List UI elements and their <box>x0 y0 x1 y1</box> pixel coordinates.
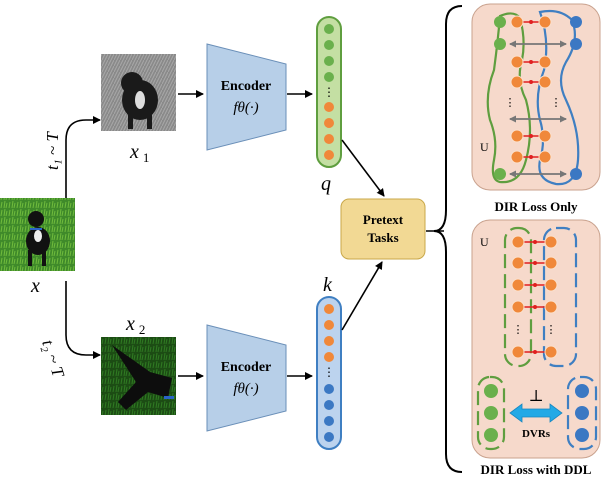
encoder-top: Encoder fθ(·) <box>206 43 287 151</box>
encoder-top-func: fθ(·) <box>233 100 258 116</box>
top-panel-title: DIR Loss Only <box>494 199 578 214</box>
green-dvr-group <box>476 375 506 451</box>
orange-pair <box>510 129 552 143</box>
view1-image <box>101 54 176 131</box>
key-vector: ⋮ <box>316 296 342 450</box>
green-node <box>484 384 498 398</box>
pretext-tasks-box: Pretext Tasks <box>340 198 426 260</box>
bottom-panel-title: DIR Loss with DDL <box>481 462 592 477</box>
k-node <box>324 400 334 410</box>
green-node <box>494 16 506 28</box>
green-dashed-column <box>503 226 533 368</box>
k-node <box>324 304 334 314</box>
curly-brace <box>433 5 463 473</box>
orange-pair <box>511 300 558 314</box>
k-node <box>324 416 334 426</box>
aug2-label: t₂ ~ T <box>38 337 68 380</box>
orange-pair <box>510 75 552 89</box>
aug1-label: t₁ ~ T <box>43 131 62 170</box>
q-node <box>324 102 334 112</box>
panel-dir-loss-only: ⋮ ⋮ U <box>471 3 601 191</box>
q-node <box>324 40 334 50</box>
key-var-label: k <box>323 274 333 296</box>
green-node <box>484 406 498 420</box>
q-node <box>324 150 334 160</box>
k-node <box>324 384 334 394</box>
green-node <box>484 428 498 442</box>
encoder-top-label: Encoder <box>221 79 272 94</box>
blue-dvr-group <box>566 375 598 451</box>
q-node <box>324 24 334 34</box>
k-node <box>324 336 334 346</box>
blue-node <box>575 428 589 442</box>
orange-pair <box>510 150 552 164</box>
orange-pair <box>511 235 558 249</box>
orange-pair <box>511 345 558 359</box>
bottom-panel-u-label: U <box>480 235 489 249</box>
q-to-pretext-arrow <box>341 139 385 197</box>
panel-dir-loss-with-ddl: U ⋮ ⋮ <box>471 219 601 459</box>
q-ellipsis: ⋮ <box>323 85 335 99</box>
blue-node <box>570 16 582 28</box>
k-ellipsis: ⋮ <box>323 365 335 379</box>
encoder-bottom-func: fθ(·) <box>233 381 258 397</box>
blue-node <box>570 168 582 180</box>
input-image <box>0 198 75 271</box>
bottom-panel-ellipsis: ⋮ <box>513 324 524 336</box>
top-panel-ellipsis: ⋮ <box>505 97 516 109</box>
k-node <box>324 432 334 442</box>
dvr-label: DVRs <box>522 428 551 440</box>
encoder-bottom: Encoder fθ(·) <box>206 324 287 432</box>
query-vector: ⋮ <box>316 16 342 168</box>
encoder-bottom-label: Encoder <box>221 360 272 375</box>
q-node <box>324 118 334 128</box>
branch-top-arrow <box>65 116 101 198</box>
q-node <box>324 56 334 66</box>
orange-pair <box>510 55 552 69</box>
pretext-line1: Pretext <box>363 212 404 227</box>
orange-pair <box>511 278 558 292</box>
green-node <box>494 38 506 50</box>
perp-symbol: ⊥ <box>528 388 543 405</box>
green-region-border <box>486 12 532 184</box>
dvr-double-arrow <box>509 403 563 423</box>
blue-node <box>575 384 589 398</box>
view2-image <box>101 337 176 415</box>
k-node <box>324 352 334 362</box>
blue-node <box>575 406 589 420</box>
top-panel-u-label: U <box>480 140 489 154</box>
orange-pair <box>510 15 552 29</box>
blue-node <box>570 38 582 50</box>
branch-bottom-arrow <box>65 281 101 359</box>
q-node <box>324 134 334 144</box>
blue-dashed-column <box>542 226 578 368</box>
top-panel-ellipsis: ⋮ <box>551 97 562 109</box>
orange-pair <box>511 256 558 270</box>
k-node <box>324 320 334 330</box>
k-to-pretext-arrow <box>341 261 383 331</box>
q-node <box>324 72 334 82</box>
bottom-panel-ellipsis: ⋮ <box>546 324 557 336</box>
input-var-label: x <box>30 275 40 297</box>
query-var-label: q <box>321 173 331 195</box>
green-node <box>494 168 506 180</box>
pretext-line2: Tasks <box>367 230 398 245</box>
